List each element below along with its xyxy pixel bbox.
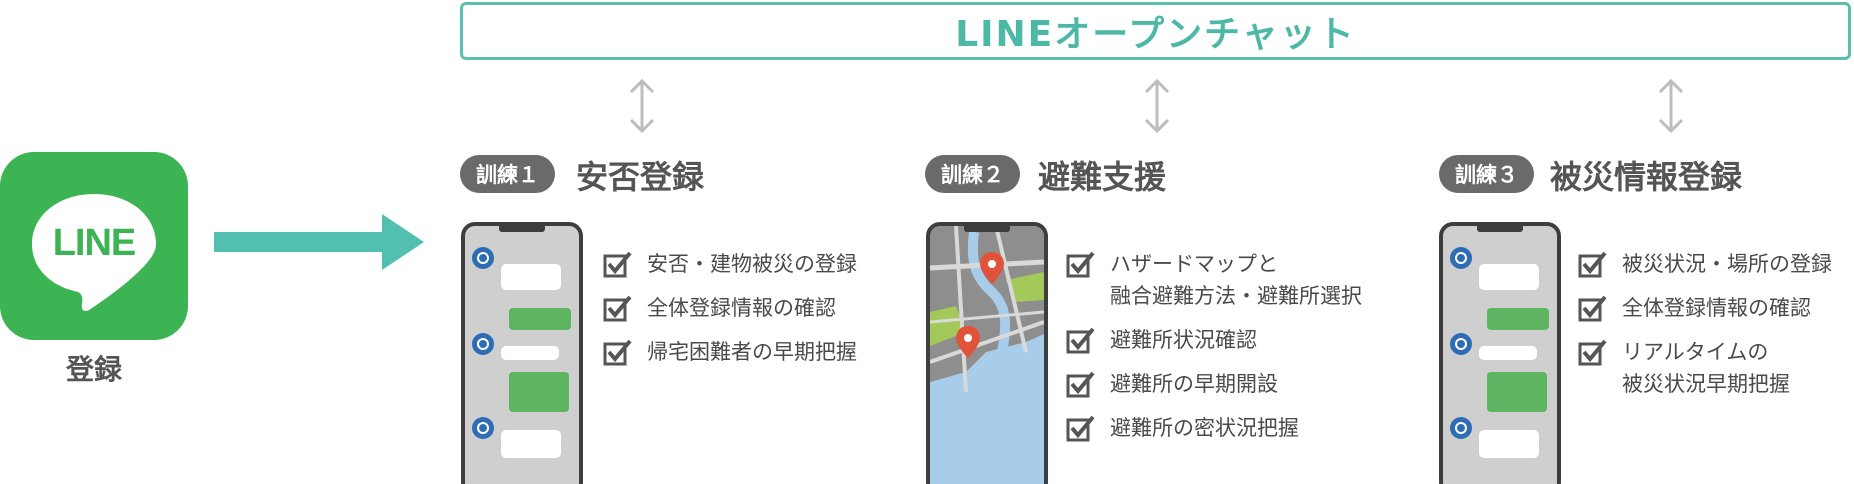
checklist: 安否・建物被災の登録 全体登録情報の確認 帰宅困難者の早期把握 bbox=[603, 248, 857, 368]
checklist: 被災状況・場所の登録 全体登録情報の確認 リアルタイムの 被災状況早期把握 bbox=[1578, 248, 1832, 400]
line-app-icon: LINE bbox=[0, 152, 188, 340]
double-arrow-icon bbox=[1144, 78, 1170, 134]
phone-chat-mockup bbox=[461, 222, 583, 484]
banner-title: LINEオープンチャット bbox=[955, 14, 1356, 55]
checklist-item: 安否・建物被災の登録 bbox=[603, 248, 857, 280]
checkbox-checked-icon bbox=[1578, 295, 1607, 322]
checklist-item: 帰宅困難者の早期把握 bbox=[603, 336, 857, 368]
line-logo-text: LINE bbox=[52, 222, 137, 264]
checkbox-checked-icon bbox=[1066, 327, 1095, 354]
checkbox-checked-icon bbox=[1066, 371, 1095, 398]
speech-bubble-icon bbox=[32, 194, 156, 311]
open-chat-banner: LINEオープンチャット bbox=[460, 2, 1851, 60]
checklist-item: ハザードマップと 融合避難方法・避難所選択 bbox=[1066, 248, 1362, 312]
checklist-item: 避難所の早期開設 bbox=[1066, 368, 1362, 400]
checkbox-checked-icon bbox=[1578, 251, 1607, 278]
map-pin-icon bbox=[956, 326, 980, 358]
checkbox-checked-icon bbox=[603, 339, 632, 366]
checklist-item: 避難所状況確認 bbox=[1066, 324, 1362, 356]
checklist-item: 避難所の密状況把握 bbox=[1066, 412, 1362, 444]
checkbox-checked-icon bbox=[603, 251, 632, 278]
checklist: ハザードマップと 融合避難方法・避難所選択 避難所状況確認 避難所の早期開設 避… bbox=[1066, 248, 1362, 444]
section-title: 安否登録 bbox=[576, 158, 705, 196]
section-title: 避難支援 bbox=[1038, 158, 1167, 196]
map-pin-icon bbox=[980, 252, 1004, 284]
phone-chat-mockup bbox=[1439, 222, 1561, 484]
register-label: 登録 bbox=[65, 353, 122, 386]
checklist-item: 被災状況・場所の登録 bbox=[1578, 248, 1832, 280]
checkbox-checked-icon bbox=[1578, 339, 1607, 366]
double-arrow-icon bbox=[629, 78, 655, 134]
checklist-item: 全体登録情報の確認 bbox=[603, 292, 857, 324]
phone-map-mockup bbox=[926, 222, 1048, 484]
checkbox-checked-icon bbox=[1066, 251, 1095, 278]
checklist-item: 全体登録情報の確認 bbox=[1578, 292, 1832, 324]
double-arrow-icon bbox=[1658, 78, 1684, 134]
section-title: 被災情報登録 bbox=[1550, 158, 1743, 196]
checkbox-checked-icon bbox=[1066, 415, 1095, 442]
right-arrow-icon bbox=[214, 214, 424, 270]
training-badge: 訓練３ bbox=[1439, 155, 1534, 193]
checkbox-checked-icon bbox=[603, 295, 632, 322]
checklist-item: リアルタイムの 被災状況早期把握 bbox=[1578, 336, 1832, 400]
training-badge: 訓練１ bbox=[460, 155, 555, 193]
training-badge: 訓練２ bbox=[925, 155, 1020, 193]
